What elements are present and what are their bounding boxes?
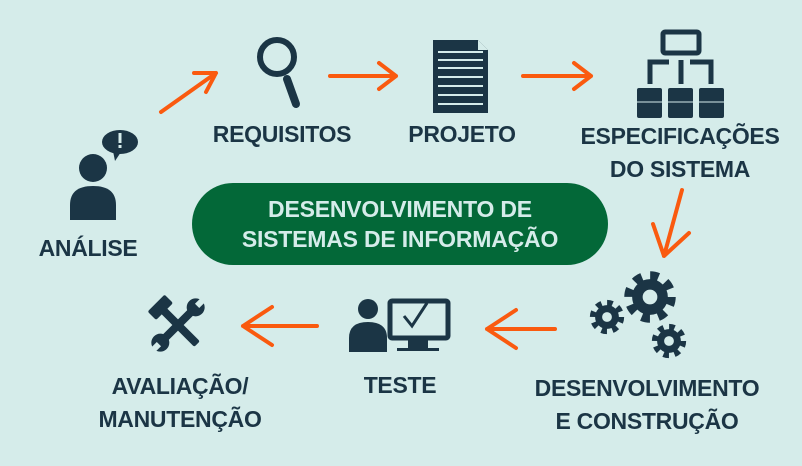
person-speech-icon — [70, 130, 138, 220]
label-line: TESTE — [363, 372, 437, 398]
label-analise: ANÁLISE — [39, 232, 138, 265]
label-line: DO SISTEMA — [609, 156, 751, 182]
label-requisitos: REQUISITOS — [212, 118, 352, 151]
label-line: ANÁLISE — [38, 235, 138, 261]
gear-body — [632, 279, 668, 315]
center-title-line2: SISTEMAS DE INFORMAÇÃO — [241, 226, 559, 252]
label-line: E CONSTRUÇÃO — [555, 408, 739, 434]
label-avaliacao: AVALIAÇÃO/MANUTENÇÃO — [98, 370, 261, 436]
arrow-desenvolvimento-to-teste — [485, 308, 557, 350]
center-title-line1: DESENVOLVIMENTO DE — [268, 196, 532, 222]
label-line: AVALIAÇÃO/ — [111, 373, 249, 399]
arrow-requisitos-to-projeto — [328, 61, 398, 91]
label-teste: TESTE — [364, 369, 437, 402]
gear-body — [595, 305, 619, 329]
arrow-projeto-to-especificacoes — [521, 61, 593, 91]
tools-icon — [148, 295, 207, 354]
gear-teeth — [589, 299, 625, 335]
hierarchy-icon — [636, 29, 726, 118]
arrow-analise-to-requisitos — [159, 71, 218, 114]
label-desenvolvimento: DESENVOLVIMENTO E CONSTRUÇÃO — [535, 372, 760, 438]
label-line: PROJETO — [408, 121, 516, 147]
label-line: DESENVOLVIMENTO — [534, 375, 760, 401]
center-title-pill: DESENVOLVIMENTO DE SISTEMAS DE INFORMAÇÃ… — [192, 183, 608, 265]
magnifier-icon — [257, 37, 300, 108]
label-line: ESPECIFICAÇÕES — [580, 123, 780, 149]
label-line: MANUTENÇÃO — [98, 406, 262, 432]
gear-teeth — [624, 271, 676, 323]
arrow-especificacoes-to-desenvolvimento — [651, 188, 691, 258]
label-projeto: PROJETO — [408, 118, 516, 151]
gears-icon — [589, 271, 687, 359]
document-icon — [433, 40, 488, 113]
person-computer-check-icon — [349, 298, 451, 352]
gear-teeth — [651, 323, 687, 359]
label-line: REQUISITOS — [212, 121, 352, 147]
gear-body — [657, 329, 681, 353]
arrow-teste-to-avaliacao — [241, 305, 319, 347]
label-especificacoes: ESPECIFICAÇÕES DO SISTEMA — [580, 120, 779, 186]
